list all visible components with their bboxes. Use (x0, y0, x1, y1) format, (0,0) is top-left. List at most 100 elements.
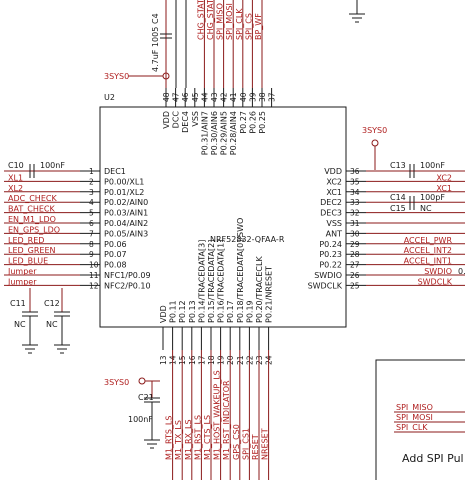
left-net-label: LED_BLUE (8, 257, 48, 266)
left-net-label: EN_M1_LDO (8, 215, 56, 224)
cap-c4: C4 4.7uF 1005 (151, 0, 187, 88)
cap-c21-value: 100nF (128, 415, 153, 424)
cap-c14: C14 100pF (390, 193, 445, 210)
right-pin-name: P0.24 (319, 240, 342, 249)
right-pin-name: SWDCLK (308, 281, 343, 290)
cap-c4-value: 4.7uF 1005 (151, 27, 160, 72)
left-pin-name: P0.05/AIN3 (104, 229, 148, 238)
right-net-label: SWDCLK (418, 277, 453, 286)
bottom-pin-name: P0.15/TRACEDATA[2] (207, 240, 216, 323)
bottom-pin-name: P0.13 (188, 300, 197, 323)
power-label-bottom: 3SYS0 (104, 378, 129, 387)
top-net-label: CHG_STAT (206, 0, 215, 40)
cap-c13: C13 100nF (390, 161, 445, 178)
cap-c15: C15 NC (390, 204, 432, 213)
right-pin-number: 33 (350, 198, 360, 207)
right-pin-name: XC2 (326, 177, 342, 186)
power-symbol-bottom: 3SYS0 C21 100nF (104, 377, 160, 449)
cap-c15-ref: C15 (390, 204, 406, 213)
top-net-label: SPI_MISO (216, 3, 225, 40)
spi-net-label: SPI_CLK (396, 423, 428, 432)
top-pin-name: P0.26 (248, 111, 257, 134)
power-label-right: 3SYS0 (362, 126, 387, 135)
power-label-top: 3SYS0 (104, 72, 129, 81)
top-pin-number: 41 (229, 92, 238, 102)
top-pin-name: P0.31/AIN7 (200, 111, 209, 155)
right-pin-number: 28 (350, 250, 360, 259)
left-net-label: EN_GPS_LDO (8, 225, 60, 234)
bottom-net-label: GPS_CS0 (232, 424, 241, 460)
top-pin-number: 40 (239, 92, 248, 102)
left-pin-number: 1 (89, 167, 94, 176)
top-pin-number: 45 (191, 92, 200, 102)
left-pin-name: P0.01/XL2 (104, 188, 144, 197)
left-pin-number: 10 (89, 261, 99, 270)
chip-body (99, 106, 347, 328)
left-net-label: LED_GREEN (8, 246, 56, 255)
bottom-net-label: M1_CTS_LS (203, 415, 212, 460)
top-pin-name: P0.29/AIN5 (220, 111, 229, 155)
right-pin-name: VDD (324, 167, 342, 176)
right-pin-number: 30 (350, 229, 360, 238)
top-pin-number: 39 (248, 92, 257, 102)
right-net-label: XC1 (436, 184, 452, 193)
bottom-pin-name: P0.14/TRACEDATA[3] (197, 240, 206, 323)
left-net-label: Jumper (7, 267, 37, 276)
left-pin-name: P0.06 (104, 240, 127, 249)
right-pin-number: 29 (350, 240, 360, 249)
left-pin-number: 11 (89, 271, 99, 280)
spi-net-label: SPI_MISO (396, 403, 433, 412)
right-net-label: ACCEL_INT1 (404, 257, 452, 266)
right-pin-name: P0.22 (319, 261, 342, 270)
right-pin-name: DEC3 (320, 209, 342, 218)
left-pin-name: P0.03/AIN1 (104, 209, 148, 218)
left-pin-number: 9 (89, 250, 94, 259)
right-pin-number: 26 (350, 271, 360, 280)
right-pin-name: ANT (326, 229, 342, 238)
top-pin-name: VSS (191, 111, 200, 127)
cap-c4-ref: C4 (151, 13, 160, 24)
cap-c11-ref: C11 (10, 299, 26, 308)
left-pin-number: 6 (89, 219, 94, 228)
top-pin-number: 44 (200, 92, 209, 102)
edge-label: 0. (458, 267, 465, 276)
chip-part: NRF52832-QFAA-R (210, 235, 285, 244)
right-net-label: XC2 (436, 173, 452, 182)
top-pin-name: DEC4 (181, 111, 190, 133)
bottom-pin-number: 13 (159, 355, 168, 365)
top-pin-number: 48 (162, 92, 171, 102)
top-pin-number: 42 (220, 92, 229, 102)
top-pin-number: 46 (181, 92, 190, 102)
right-pin-name: SWDIO (314, 271, 342, 280)
bottom-net-label: M1_TX_LS (174, 420, 183, 460)
bottom-net-label: M1_RTS_LS (165, 416, 174, 460)
left-pin-number: 12 (89, 281, 99, 290)
left-net-label: BAT_CHECK (8, 205, 55, 214)
bottom-net-label: NRESET (261, 428, 270, 460)
left-net-label: XL1 (8, 173, 23, 182)
right-pin-number: 34 (350, 188, 360, 197)
bottom-pin-group: 13VDD14P0.11M1_RTS_LS15P0.12M1_TX_LS16P0… (159, 218, 274, 480)
bottom-pin-name: P0.20/TRACECLK (255, 256, 264, 323)
cap-c11: C11 NC (10, 288, 38, 354)
top-pin-number: 43 (210, 92, 219, 102)
top-pin-name: P0.25 (258, 111, 267, 134)
top-net-label: CHG_STAT (196, 0, 205, 40)
left-pin-name: DEC1 (104, 167, 126, 176)
bottom-pin-name: P0.21/NRESET (265, 266, 274, 323)
power-symbol-top: 3SYS0 (104, 72, 170, 81)
left-pin-number: 4 (89, 198, 94, 207)
left-pin-name: P0.02/AIN0 (104, 198, 148, 207)
bottom-net-label: M1_HOST_WAKEUP_LS (213, 370, 222, 460)
left-net-label: ADC_CHECK (8, 194, 57, 203)
left-pin-name: NFC2/P0.10 (104, 281, 151, 290)
left-pin-name: NFC1/P0.09 (104, 271, 151, 280)
left-net-label: XL2 (8, 184, 23, 193)
power-symbol-right: 3SYS0 (362, 126, 387, 170)
left-pin-number: 7 (89, 229, 94, 238)
right-net-label: ACCEL_PWR (404, 236, 453, 245)
